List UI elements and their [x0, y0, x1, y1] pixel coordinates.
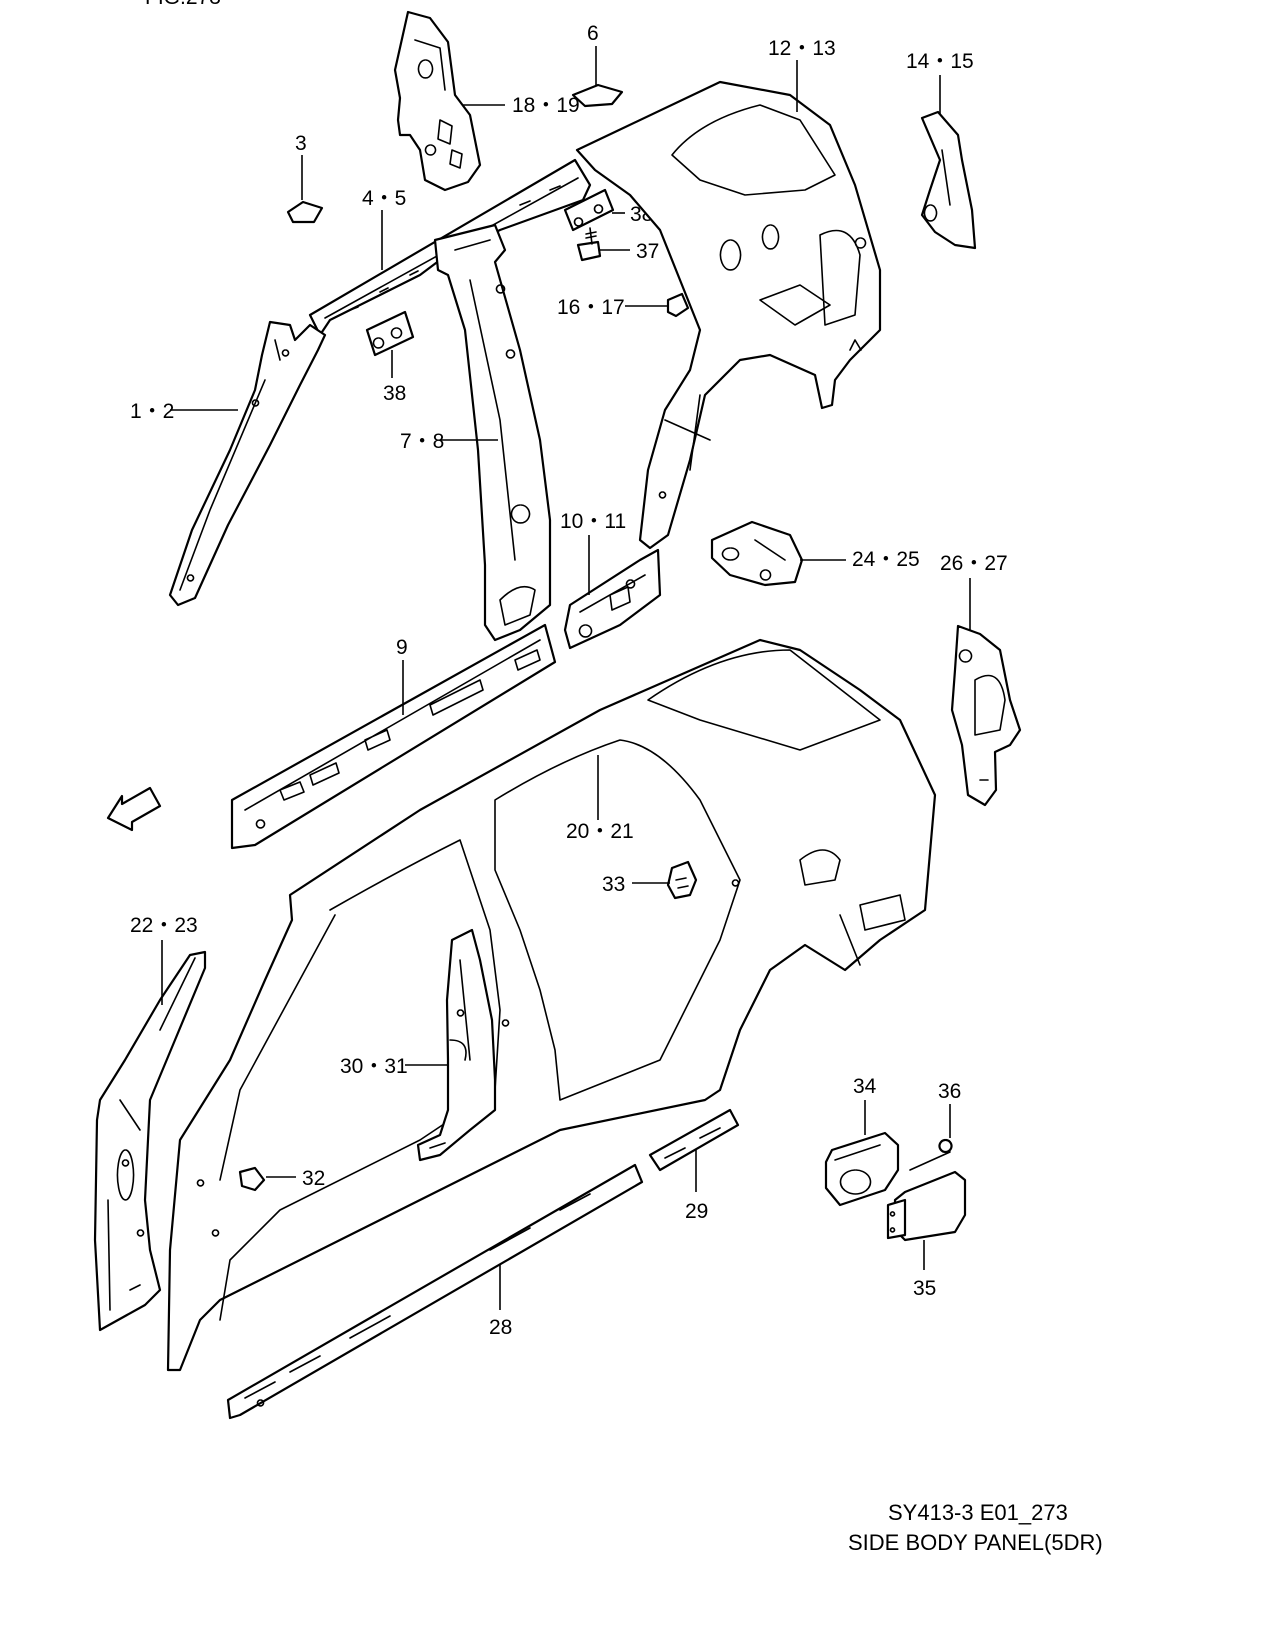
part-6-plug: [571, 83, 624, 108]
label-33: 33: [602, 873, 625, 896]
part-30-31-pillar-reinforcement: [416, 928, 497, 1162]
part-35-filler-lid: [886, 1170, 967, 1242]
part-33-bracket: [666, 860, 698, 900]
label-16-17: 16・17: [557, 296, 625, 319]
label-10-11: 10・11: [560, 510, 626, 533]
label-28: 28: [489, 1316, 512, 1339]
label-1-2: 1・2: [130, 400, 174, 423]
part-16-17-bracket: [666, 292, 690, 318]
part-37-bolt: [576, 227, 602, 262]
label-4-5: 4・5: [362, 187, 406, 210]
part-9-inner-sill: [230, 623, 557, 850]
part-1-2-front-pillar: [168, 320, 327, 607]
label-7-8: 7・8: [400, 430, 444, 453]
label-32: 32: [302, 1167, 325, 1190]
part-20-21-side-body-outer: [166, 638, 937, 1372]
figure-header-fragment: FIG.273: [145, 0, 221, 9]
label-9: 9: [396, 636, 408, 659]
label-20-21: 20・21: [566, 820, 634, 843]
label-30-31: 30・31: [340, 1055, 408, 1078]
label-14-15: 14・15: [906, 50, 974, 73]
part-29-sill-extension: [648, 1108, 740, 1172]
label-26-27: 26・27: [940, 552, 1008, 575]
label-35: 35: [913, 1277, 936, 1300]
part-34-filler-housing: [824, 1131, 900, 1207]
part-24-25-bracket: [710, 520, 804, 587]
part-14-15-rear-bracket: [920, 110, 977, 250]
label-29: 29: [685, 1200, 708, 1223]
label-34: 34: [853, 1075, 877, 1098]
fwd-arrow-icon: FWD: [106, 786, 162, 832]
part-3-plug: [286, 200, 324, 224]
label-24-25: 24・25: [852, 548, 920, 571]
label-3: 3: [295, 132, 307, 155]
part-32-clip: [238, 1166, 266, 1192]
part-18-19-reinforcement: [393, 10, 482, 192]
part-7-8-center-pillar: [433, 223, 552, 642]
part-10-11-reinforcement: [563, 548, 662, 650]
label-37: 37: [636, 240, 659, 263]
label-22-23: 22・23: [130, 914, 198, 937]
part-26-27-bracket: [950, 624, 1022, 807]
label-36: 36: [938, 1080, 961, 1103]
label-38-left: 38: [383, 382, 406, 405]
part-12-13-quarter-inner: [575, 80, 882, 550]
part-28-sill-reinforcement: [226, 1163, 644, 1420]
part-38-bracket-right: [563, 188, 615, 232]
part-36-screw: [909, 1138, 953, 1171]
diagram-title: SIDE BODY PANEL(5DR): [848, 1530, 1103, 1555]
part-22-23-front-pillar-lower: [93, 950, 207, 1332]
label-18-19: 18・19: [512, 94, 580, 117]
label-6: 6: [587, 22, 599, 45]
label-12-13: 12・13: [768, 37, 836, 60]
drawing-code: SY413-3 E01_273: [888, 1500, 1068, 1525]
part-38-bracket-left: [365, 310, 415, 357]
